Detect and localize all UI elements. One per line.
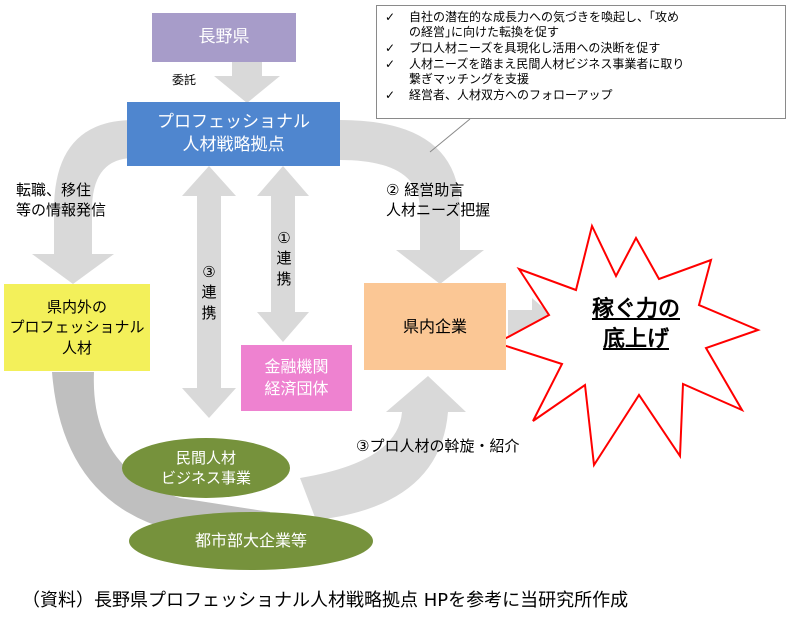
nagano-box: 長野県 [152,13,296,62]
lower-left-curve-arrow [52,372,270,548]
callout-item: ✓ 人材ニーズを踏まえ民間人材ビジネス事業者に取り 繋ぎマッチングを支援 [385,57,779,87]
info-label: 転職、移住 等の情報発信 [16,181,107,220]
check-icon: ✓ [385,41,396,55]
callout-item-text: プロ人材ニーズを具現化し活用への決断を促す [409,41,661,55]
callout-pointer [429,118,471,153]
check-icon: ✓ [385,88,396,102]
callout-item: ✓ 経営者、人材双方へのフォローアップ [385,88,779,103]
private-hr-label: 民間人材 ビジネス事業 [160,448,251,487]
mediation-label: ③プロ人材の斡旋・紹介 [356,437,520,455]
professionals-box: 県内外の プロフェッショナル 人材 [4,284,150,371]
info-curve-arrow [32,120,134,284]
advice-curve-arrow [340,120,484,284]
finance-box: 金融機関 経済団体 [241,345,352,411]
finance-label: 金融機関 経済団体 [264,357,329,398]
companies-label: 県内企業 [402,316,467,336]
nagano-label: 長野県 [198,27,250,48]
callout-list: ✓ 自社の潜在的な成長力への気づきを喚起し、｢攻め の経営｣に向けた転換を促す ✓… [385,10,779,103]
callout-box: ✓ 自社の潜在的な成長力への気づきを喚起し、｢攻め の経営｣に向けた転換を促す ✓… [376,5,786,119]
callout-item-text: 経営者、人材双方へのフォローアップ [409,88,613,102]
strategy-base-label: プロフェッショナル 人材戦略拠点 [157,112,310,155]
check-icon: ✓ [385,57,396,71]
advice-label: ② 経営助言 人材ニーズ把握 [386,181,491,220]
commission-arrow [214,62,280,103]
callout-item: ✓ プロ人材ニーズを具現化し活用への決断を促す [385,41,779,56]
callout-item-text: 自社の潜在的な成長力への気づきを喚起し、｢攻め の経営｣に向けた転換を促す [409,10,680,39]
strategy-base-box: プロフェッショナル 人材戦略拠点 [127,102,340,166]
coop1-label: ① 連 携 [276,229,292,288]
private-hr-ellipse [122,438,290,498]
source-note: （資料）長野県プロフェッショナル人材戦略拠点 HPを参考に当研究所作成 [22,590,629,611]
companies-box: 県内企業 [364,283,506,370]
callout-item: ✓ 自社の潜在的な成長力への気づきを喚起し、｢攻め の経営｣に向けた転換を促す [385,10,779,40]
coop3-label: ③ 連 携 [201,263,217,322]
urban-corps-ellipse [129,512,373,570]
commission-label: 委託 [172,73,197,87]
mediation-curve-arrow [300,376,466,520]
burst-label: 稼ぐ力の 底上げ [591,297,680,352]
urban-corps-label: 都市部大企業等 [194,531,307,551]
professionals-label: 県内外の プロフェッショナル 人材 [9,298,145,357]
burst-shape [494,223,761,468]
coop1-double-arrow [257,166,309,342]
coop3-double-arrow [182,166,236,418]
callout-item-text: 人材ニーズを踏まえ民間人材ビジネス事業者に取り 繋ぎマッチングを支援 [409,57,685,86]
check-icon: ✓ [385,10,396,24]
